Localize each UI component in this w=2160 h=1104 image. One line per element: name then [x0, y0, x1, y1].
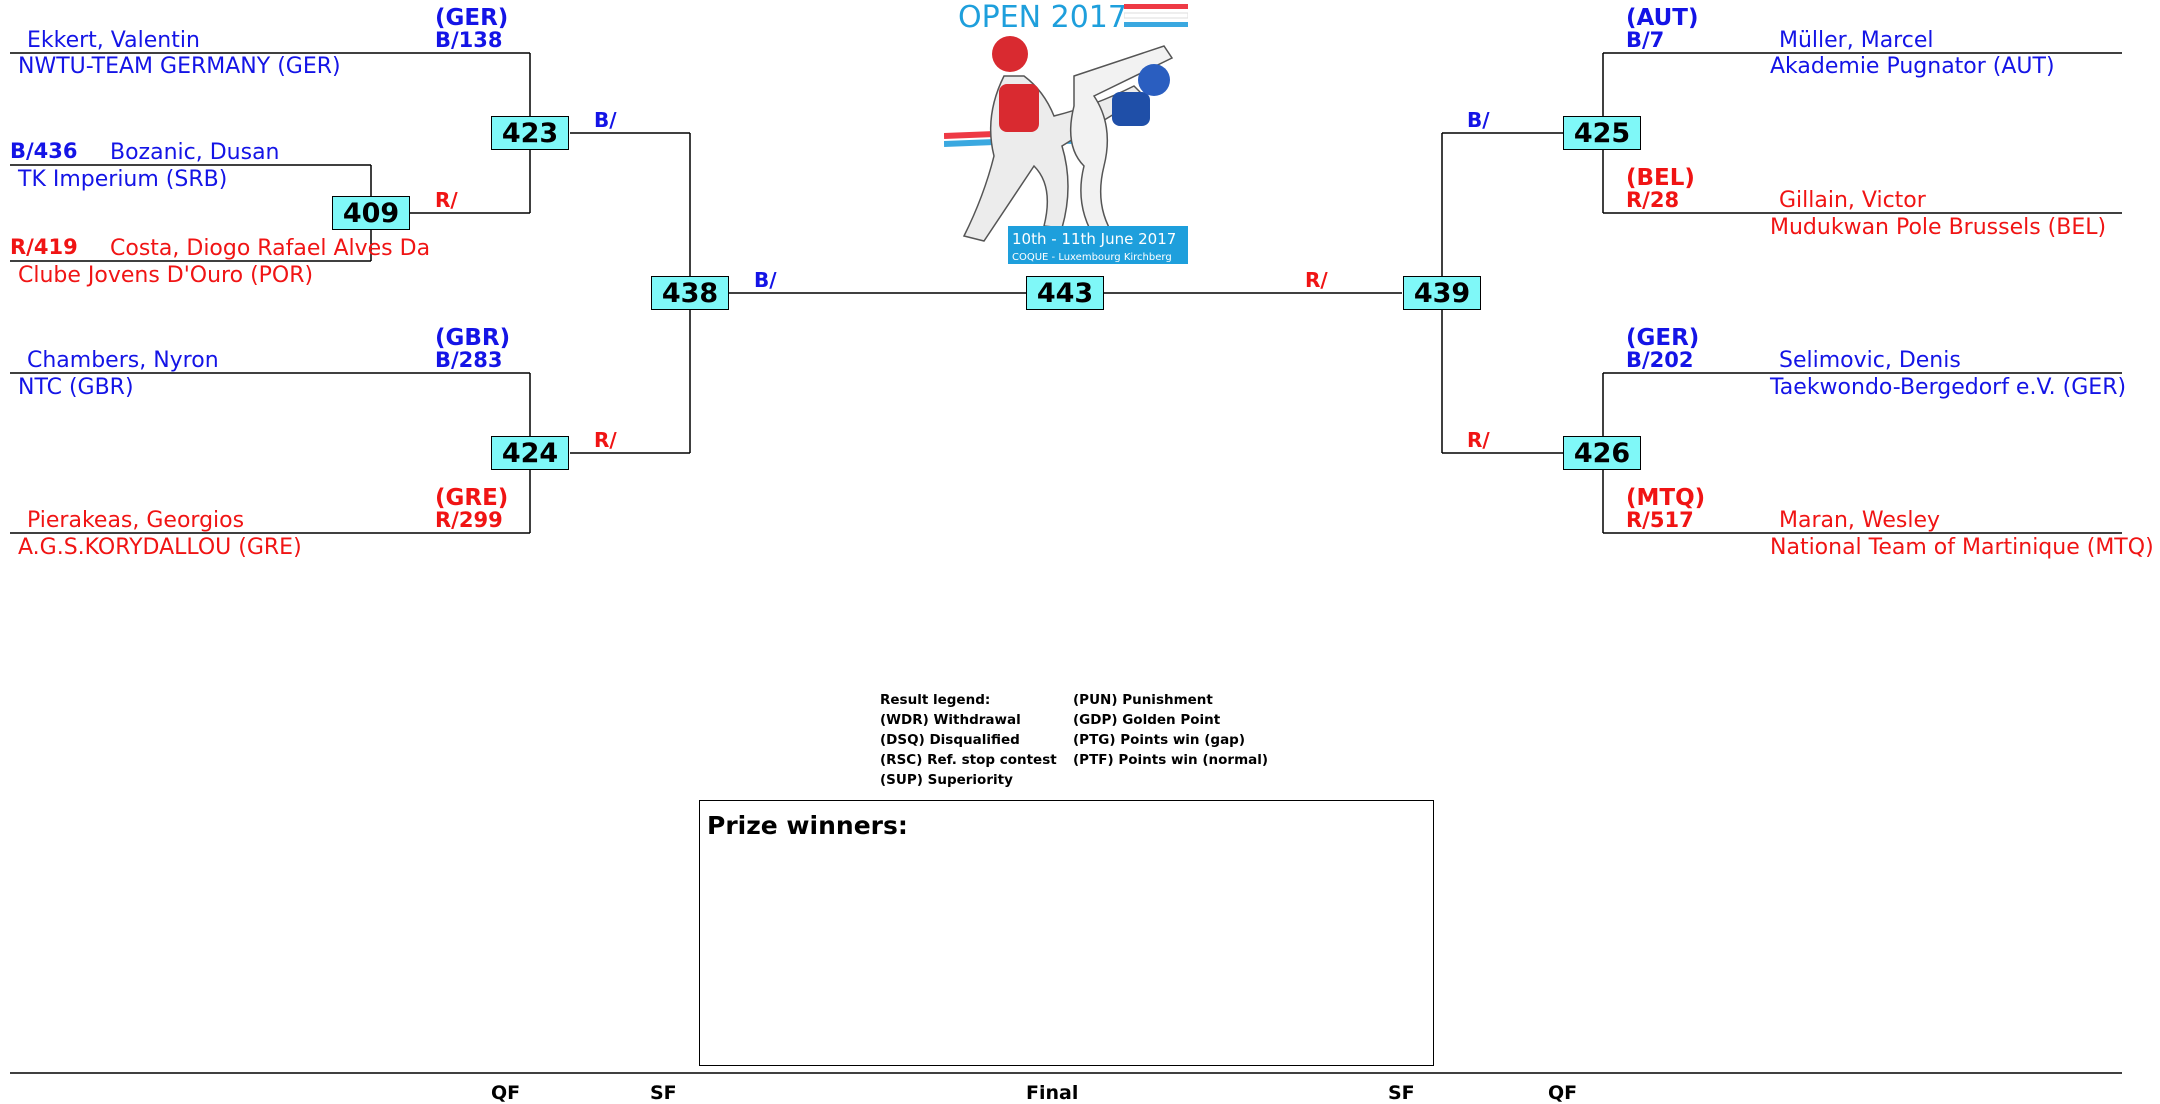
round-label-sf: SF [1388, 1082, 1415, 1104]
competitor-name: Gillain, Victor [1779, 188, 1926, 213]
event-logo: OPEN 2017 10th - 11th June 2017 COQUE - … [944, 0, 1188, 268]
legend-item: (SUP) Superiority [880, 772, 1013, 788]
match-424[interactable]: 424 [491, 436, 569, 470]
competitor-name: Bozanic, Dusan [110, 140, 280, 165]
competitor-name: Chambers, Nyron [27, 348, 219, 373]
round-label-qf: QF [491, 1082, 521, 1104]
round-label-final: Final [1026, 1082, 1079, 1104]
match-409[interactable]: 409 [332, 196, 410, 230]
match-426[interactable]: 426 [1563, 436, 1641, 470]
competitor-country: (GER) [435, 5, 509, 31]
competitor-club: Taekwondo-Bergedorf e.V. (GER) [1770, 375, 2127, 400]
legend-item: (PTF) Points win (normal) [1073, 752, 1269, 768]
match-result: B/ [1467, 108, 1490, 132]
match-result: R/ [1305, 268, 1328, 292]
prize-winners-box: Prize winners: [699, 800, 1434, 1066]
competitor-club: Clube Jovens D'Ouro (POR) [18, 263, 314, 288]
competitor-code: B/138 [435, 28, 503, 52]
competitor-name: Müller, Marcel [1779, 28, 1934, 53]
logo-venue: COQUE - Luxembourg Kirchberg [1012, 252, 1172, 263]
competitor-code: B/436 [10, 139, 78, 163]
match-result: R/ [435, 188, 458, 212]
legend-item: (DSQ) Disqualified [880, 732, 1020, 748]
competitor-code: R/517 [1626, 508, 1694, 532]
legend-item: (PTG) Points win (gap) [1073, 732, 1246, 748]
competitor-country: (BEL) [1626, 165, 1695, 191]
competitor-code: R/28 [1626, 188, 1680, 212]
competitor-club: Akademie Pugnator (AUT) [1770, 54, 2055, 79]
competitor-name: Costa, Diogo Rafael Alves Da [110, 236, 431, 261]
match-result: B/ [594, 108, 617, 132]
round-label-sf: SF [650, 1082, 677, 1104]
competitor-code: R/419 [10, 235, 78, 259]
competitor-country: (GBR) [435, 325, 511, 351]
match-423[interactable]: 423 [491, 116, 569, 150]
prize-winners-title: Prize winners: [707, 811, 908, 840]
legend-item: (GDP) Golden Point [1073, 712, 1221, 728]
competitor-country: (AUT) [1626, 5, 1699, 31]
competitor-club: National Team of Martinique (MTQ) [1770, 535, 2154, 560]
match-439[interactable]: 439 [1403, 276, 1481, 310]
logo-stripes [1124, 4, 1188, 27]
competitor-code: B/7 [1626, 28, 1665, 52]
competitor-country: (GRE) [435, 485, 509, 511]
competitor-code: R/299 [435, 508, 503, 532]
competitor-country: (GER) [1626, 325, 1700, 351]
competitor-club: NWTU-TEAM GERMANY (GER) [18, 54, 341, 79]
competitor-name: Pierakeas, Georgios [27, 508, 245, 533]
legend-item: (WDR) Withdrawal [880, 712, 1021, 728]
match-result: B/ [754, 268, 777, 292]
competitor-club: NTC (GBR) [18, 375, 134, 400]
logo-title: OPEN 2017 [958, 0, 1127, 35]
match-result: R/ [1467, 428, 1490, 452]
competitor-club: Mudukwan Pole Brussels (BEL) [1770, 215, 2107, 240]
match-443-final[interactable]: 443 [1026, 276, 1104, 310]
legend-item: (RSC) Ref. stop contest [880, 752, 1057, 768]
match-425[interactable]: 425 [1563, 116, 1641, 150]
competitor-country: (MTQ) [1626, 485, 1706, 511]
legend-title: Result legend: [880, 692, 991, 708]
match-438[interactable]: 438 [651, 276, 729, 310]
competitor-name: Maran, Wesley [1779, 508, 1941, 533]
competitor-club: A.G.S.KORYDALLOU (GRE) [18, 535, 302, 560]
round-label-qf: QF [1548, 1082, 1578, 1104]
competitor-name: Ekkert, Valentin [27, 28, 200, 53]
competitor-name: Selimovic, Denis [1779, 348, 1961, 373]
logo-dates: 10th - 11th June 2017 [1012, 230, 1176, 248]
match-result: R/ [594, 428, 617, 452]
fighters-illustration: 10th - 11th June 2017 COQUE - Luxembourg… [944, 36, 1188, 264]
legend-item: (PUN) Punishment [1073, 692, 1213, 708]
competitor-code: B/283 [435, 348, 503, 372]
competitor-club: TK Imperium (SRB) [18, 167, 228, 192]
competitor-code: B/202 [1626, 348, 1694, 372]
